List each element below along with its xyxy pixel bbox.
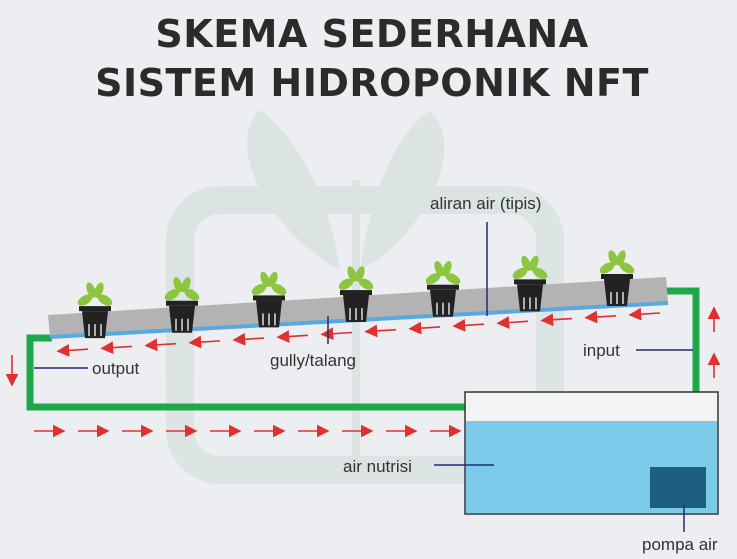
label-input: input — [583, 341, 620, 360]
arrow-left-icon — [232, 332, 265, 346]
arrow-left-icon — [364, 324, 397, 338]
arrow-left-icon — [408, 321, 441, 335]
plant-pot-icon — [425, 261, 461, 317]
label-gully: gully/talang — [270, 351, 356, 370]
arrow-left-icon — [540, 313, 573, 327]
plant-pot-icon — [164, 277, 200, 333]
arrow-left-icon — [56, 344, 89, 357]
arrow-left-icon — [452, 318, 485, 332]
arrow-left-icon — [188, 335, 221, 349]
plant-pot-icon — [251, 271, 287, 328]
plants-group — [77, 250, 635, 339]
arrow-left-icon — [100, 341, 133, 355]
label-pompa-air: pompa air — [642, 535, 718, 554]
label-air-nutrisi: air nutrisi — [343, 457, 412, 476]
flow-arrows — [5, 306, 721, 438]
arrow-left-icon — [320, 327, 353, 341]
watermark-logo — [166, 110, 564, 484]
title-line-2: SISTEM HIDROPONIK NFT — [95, 61, 649, 105]
label-aliran-air: aliran air (tipis) — [430, 194, 541, 213]
plant-pot-icon — [338, 266, 374, 323]
return-pipe — [26, 334, 467, 411]
arrow-left-icon — [144, 338, 177, 352]
arrow-left-icon — [276, 330, 309, 343]
label-output: output — [92, 359, 140, 378]
arrow-left-icon — [628, 307, 661, 321]
pump-icon — [650, 467, 706, 508]
title-line-1: SKEMA SEDERHANA — [155, 12, 588, 56]
arrow-left-icon — [584, 310, 617, 324]
plant-pot-icon — [77, 282, 113, 339]
plant-pot-icon — [512, 255, 548, 312]
plant-pot-icon — [599, 250, 635, 307]
arrow-left-icon — [496, 316, 529, 329]
